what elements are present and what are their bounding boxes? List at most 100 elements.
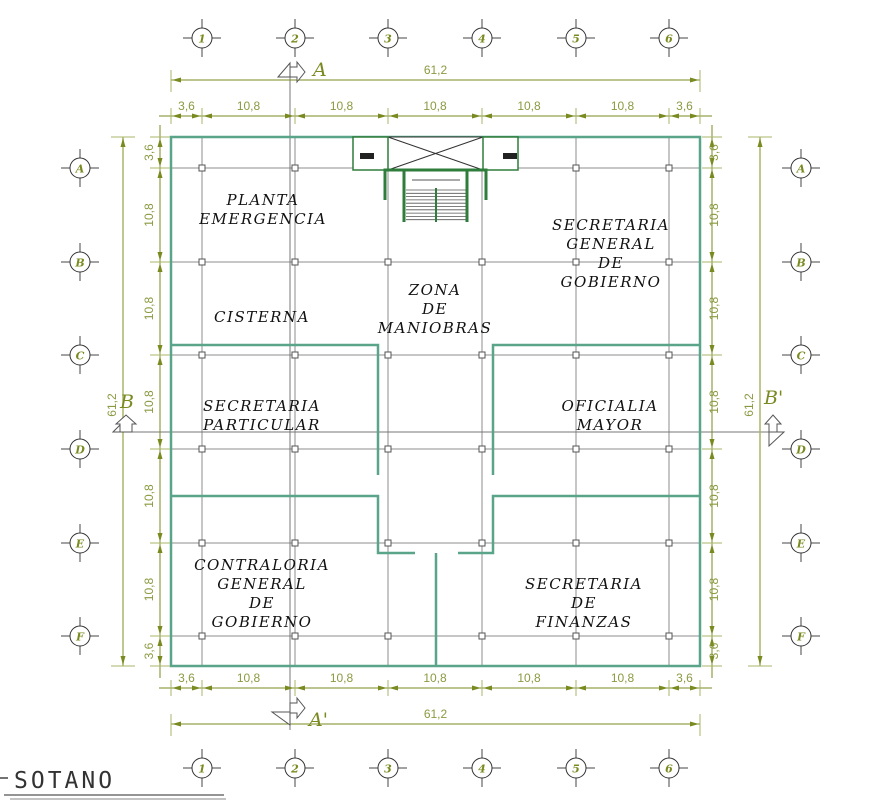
dimension-arrow <box>157 252 163 261</box>
column-5B <box>572 258 580 266</box>
bubble-label: 3 <box>384 33 392 46</box>
bubble-circle <box>790 532 812 554</box>
top-dimension-overall: 61,2 <box>424 63 448 77</box>
room-label-line: GENERAL <box>217 575 307 593</box>
dimension-arrow <box>157 544 163 553</box>
section-label-a: A <box>311 59 327 81</box>
dimension-arrow <box>203 113 212 119</box>
bubble-label: C <box>76 350 85 363</box>
top-dimension-segment: 3,6 <box>178 99 195 113</box>
dimension-arrow <box>157 138 163 147</box>
dimension-arrow <box>709 169 715 178</box>
left-dimension-segment: 10,8 <box>142 203 156 227</box>
column-5A <box>572 164 580 172</box>
bubble-circle <box>790 157 812 179</box>
bubble-circle <box>565 27 587 49</box>
dimension-arrow <box>690 685 699 691</box>
dimension-arrow <box>157 345 163 354</box>
room-label-line: GOBIERNO <box>561 273 662 291</box>
dimension-arrow <box>157 450 163 459</box>
restroom-sign-left <box>360 153 374 159</box>
room-label-line: FINANZAS <box>535 613 633 631</box>
room-label-line: PLANTA <box>225 191 299 209</box>
grid-bubble-left-F: F <box>61 617 99 655</box>
grid-bubble-right-F: F <box>782 617 820 655</box>
bubble-circle <box>377 27 399 49</box>
bottom-dimension-segment: 3,6 <box>676 671 693 685</box>
dimension-arrow <box>709 656 715 665</box>
column-4F <box>478 632 486 640</box>
left-dimension-segment: 3,6 <box>142 642 156 659</box>
grid-bubble-left-A: A <box>61 149 99 187</box>
elevator-cross <box>387 136 484 171</box>
room-label-line: DE <box>597 254 624 272</box>
column-2C <box>291 351 299 359</box>
structural-grid-lines <box>118 70 775 730</box>
grid-bubble-bottom-3: 3 <box>369 749 407 787</box>
dimension-arrow <box>157 356 163 365</box>
bubble-circle <box>284 27 306 49</box>
bubble-circle <box>69 251 91 273</box>
bubble-circle <box>69 532 91 554</box>
grid-bubble-right-E: E <box>782 524 820 562</box>
grid-bubble-right-D: D <box>782 430 820 468</box>
grid-bubble-left-E: E <box>61 524 99 562</box>
dimension-arrow <box>690 721 699 727</box>
dimension-arrow <box>483 113 492 119</box>
dimension-lines: 3,6 10,8 10,8 10,8 10,8 10,8 3,6 61,2 3,6 10,8 10,… <box>105 63 772 736</box>
column-2A <box>291 164 299 172</box>
column-1C <box>198 351 206 359</box>
dimension-arrow <box>120 656 126 665</box>
dimension-arrow <box>285 113 294 119</box>
section-label-b: B <box>119 391 134 413</box>
column-6E <box>665 539 673 547</box>
column-5F <box>572 632 580 640</box>
top-dimension-segment: 3,6 <box>676 99 693 113</box>
dimension-arrow <box>157 533 163 542</box>
dimension-arrow <box>690 77 699 83</box>
column-4D <box>478 445 486 453</box>
column-3E <box>384 539 392 547</box>
column-2D <box>291 445 299 453</box>
bubble-label: 3 <box>384 763 392 776</box>
right-dimension-segment: 10,8 <box>707 296 721 320</box>
room-label-line: CONTRALORIA <box>194 556 330 574</box>
bottom-dimension-segment: 10,8 <box>517 671 541 685</box>
grid-bubble-right-B: B <box>782 243 820 281</box>
bubble-label: 4 <box>478 33 486 46</box>
room-label-line: GENERAL <box>566 235 656 253</box>
column-5C <box>572 351 580 359</box>
bubble-label: 4 <box>478 763 486 776</box>
dimension-arrow <box>285 685 294 691</box>
bubble-label: 6 <box>665 33 673 46</box>
bottom-dimension-segment: 3,6 <box>178 671 195 685</box>
column-2B <box>291 258 299 266</box>
bubble-label: B <box>795 257 805 270</box>
dimension-arrow <box>203 685 212 691</box>
bubble-circle <box>377 757 399 779</box>
right-dimension-segment: 10,8 <box>707 577 721 601</box>
room-label-line: SECRETARIA <box>525 575 643 593</box>
column-3B <box>384 258 392 266</box>
column-4E <box>478 539 486 547</box>
bubble-label: B <box>74 257 84 270</box>
bottom-dimension-segment: 10,8 <box>330 671 354 685</box>
column-2F <box>291 632 299 640</box>
column-3C <box>384 351 392 359</box>
dimension-arrow <box>709 637 715 646</box>
column-6A <box>665 164 673 172</box>
top-dimension-segment: 10,8 <box>423 99 447 113</box>
dimension-arrow <box>172 685 181 691</box>
dimension-arrow <box>157 656 163 665</box>
dimension-arrow <box>709 252 715 261</box>
grid-bubble-right-A: A <box>782 149 820 187</box>
right-dimension-segment: 10,8 <box>707 203 721 227</box>
dimension-arrow <box>577 685 586 691</box>
bottom-dimension-segment: 10,8 <box>423 671 447 685</box>
wall-oficialia-mayor <box>491 343 700 475</box>
column-2E <box>291 539 299 547</box>
